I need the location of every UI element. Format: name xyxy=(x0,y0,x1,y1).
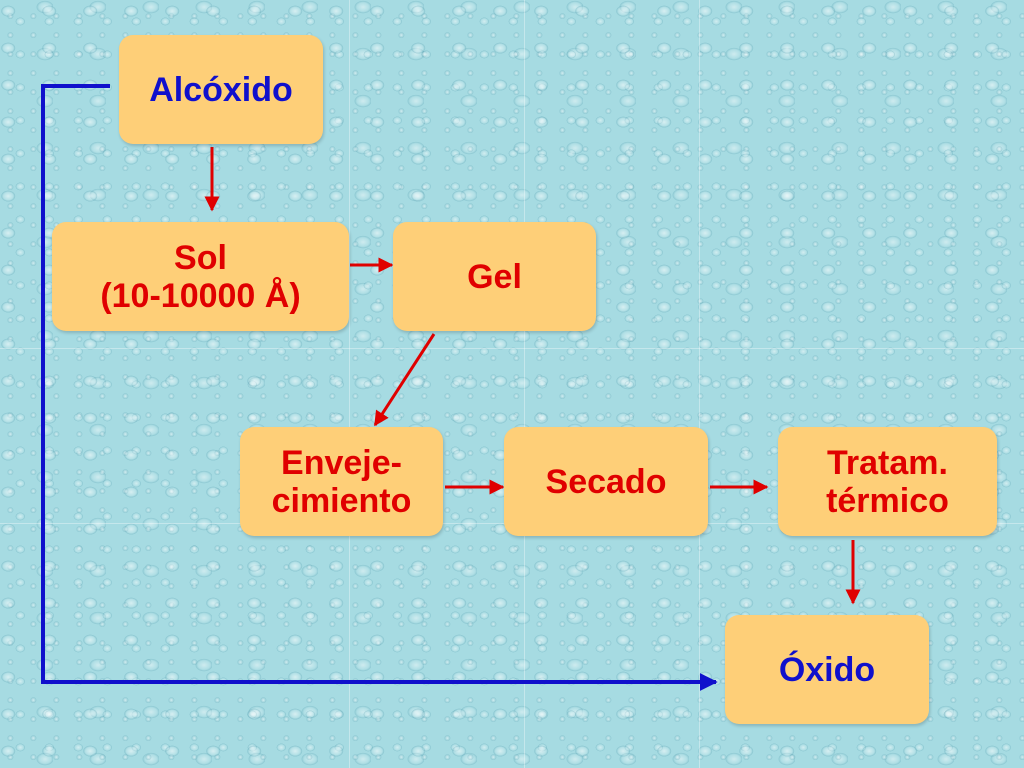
node-tratamiento-termico: Tratam. térmico xyxy=(778,427,997,536)
arrow-gel-to-envejecimiento xyxy=(373,333,436,427)
node-sol: Sol (10-10000 Å) xyxy=(52,222,349,331)
arrow-direct-route-alcoxido-to-oxido xyxy=(41,84,718,691)
node-alcoxido-label: Alcóxido xyxy=(149,70,293,109)
node-envejecimiento-label-line1: Enveje- xyxy=(281,443,402,482)
node-oxido-label: Óxido xyxy=(778,650,876,689)
node-gel-label: Gel xyxy=(467,257,522,296)
node-tratamiento-label-line1: Tratam. xyxy=(827,443,948,482)
background-tile-seam xyxy=(524,0,525,768)
background-tile-seam xyxy=(349,0,350,768)
node-envejecimiento: Enveje- cimiento xyxy=(240,427,443,536)
node-envejecimiento-label-line2: cimiento xyxy=(271,481,412,520)
node-sol-label: Sol xyxy=(174,238,227,277)
node-alcoxido: Alcóxido xyxy=(119,35,323,144)
node-gel: Gel xyxy=(393,222,596,331)
node-tratamiento-label-line2: térmico xyxy=(826,481,949,520)
node-sol-size-range: (10-10000 Å) xyxy=(100,276,301,315)
background-tile-seam xyxy=(699,0,700,768)
node-secado-label: Secado xyxy=(545,462,667,501)
background-tile-seam xyxy=(0,348,1024,349)
node-oxido: Óxido xyxy=(725,615,929,724)
node-secado: Secado xyxy=(504,427,708,536)
